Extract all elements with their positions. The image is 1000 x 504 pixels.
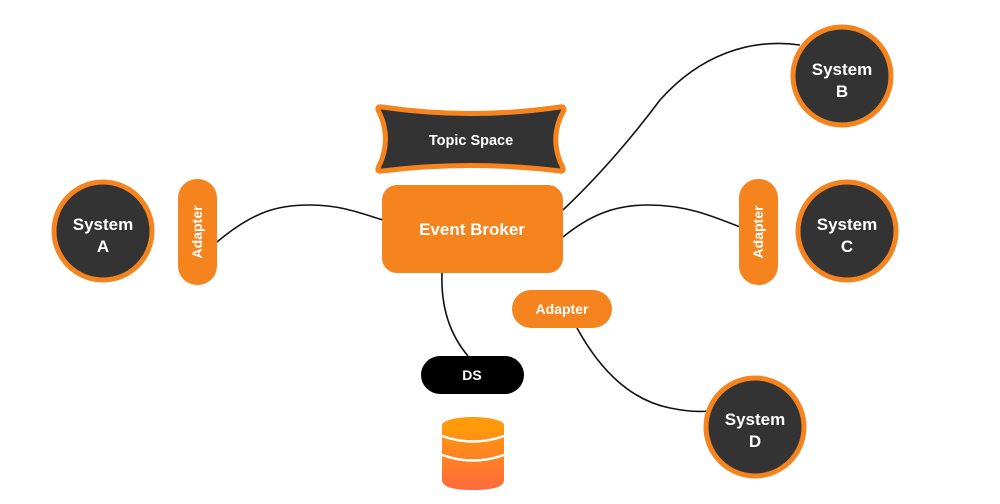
system-b-circle [790,24,894,128]
adapter-d-pill [512,290,612,328]
edges [216,42,801,413]
system-b-label-line1: System [812,60,872,79]
system-c-node[interactable]: System C [795,179,899,283]
ds-pill [421,356,524,394]
system-d-node[interactable]: System D [703,375,807,479]
event-broker-label: Event Broker [419,220,525,239]
edge-event-broker-to-adapter-c [562,204,741,238]
topic-space-node[interactable]: Topic Space [375,104,567,174]
event-broker-box [382,185,563,273]
system-b-label-line2: B [836,82,848,101]
adapter-a-pill [178,179,217,285]
adapter-a-node[interactable]: Adapter [178,179,217,285]
topic-space-label: Topic Space [429,133,513,149]
system-a-circle [51,179,155,283]
event-broker-node[interactable]: Event Broker [382,185,563,273]
database-icon [441,417,505,490]
system-b-node[interactable]: System B [790,24,894,128]
adapter-c-pill [739,179,778,285]
adapter-c-label: Adapter [750,205,766,258]
adapter-d-node[interactable]: Adapter [512,290,612,328]
system-c-circle [795,179,899,283]
system-a-label-line1: System [73,215,133,234]
system-a-node[interactable]: System A [51,179,155,283]
edge-adapter-d-to-system-d [576,327,709,413]
system-d-circle [703,375,807,479]
ds-label: DS [462,367,481,383]
topic-space-shape [375,104,567,174]
edge-adapter-a-to-event-broker [216,204,384,243]
edge-event-broker-to-system-b [562,42,801,211]
system-c-label-line2: C [841,237,853,256]
system-d-label-line2: D [749,432,761,451]
system-c-label-line1: System [817,215,877,234]
edge-event-broker-to-ds [441,272,469,357]
adapter-d-label: Adapter [536,301,589,317]
system-a-label-line2: A [97,237,109,256]
adapter-a-label: Adapter [189,205,205,258]
ds-node[interactable]: DS [421,356,524,394]
adapter-c-node[interactable]: Adapter [739,179,778,285]
system-d-label-line1: System [725,410,785,429]
